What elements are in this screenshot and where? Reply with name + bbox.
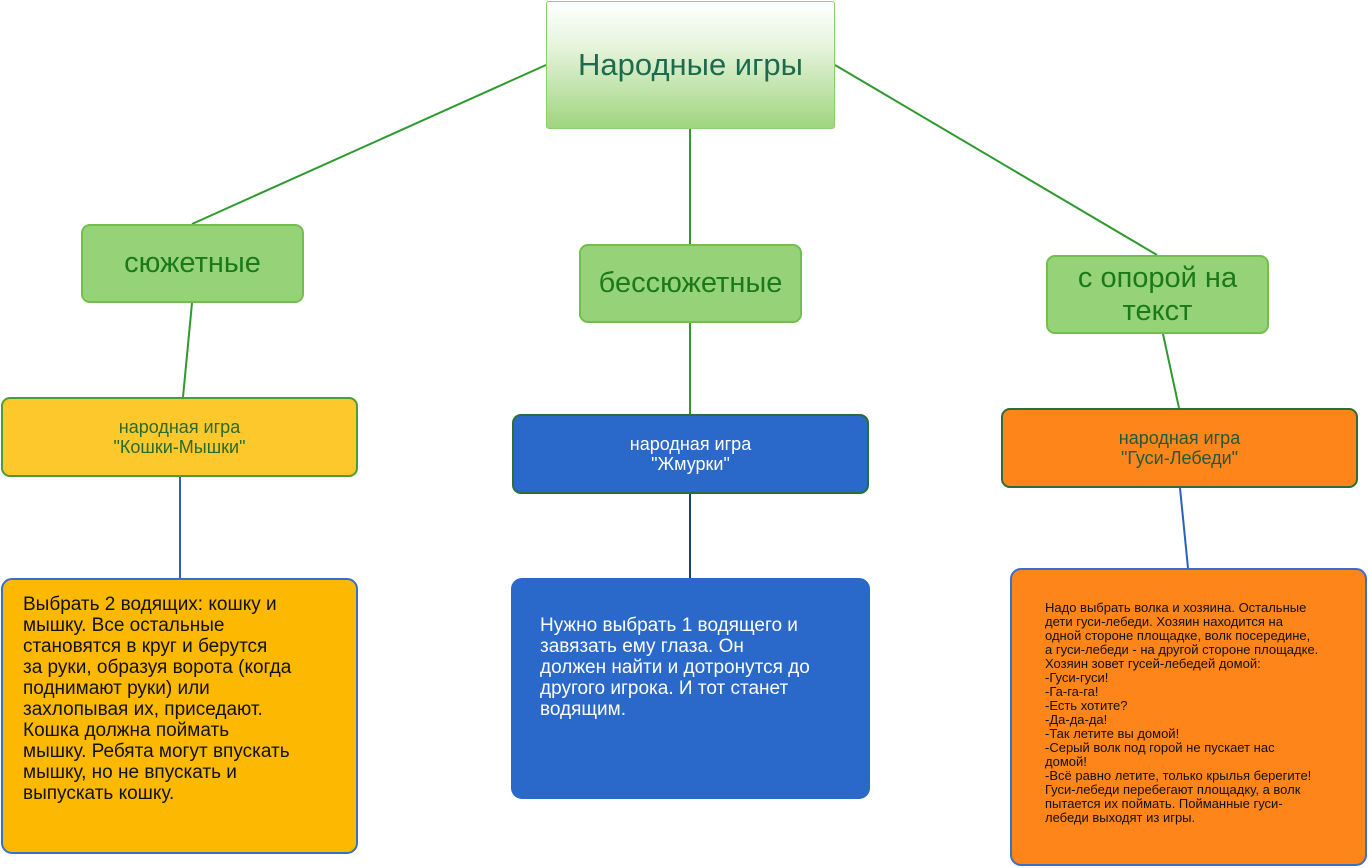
connector-game3-to-desc3 [1179, 487, 1189, 569]
description-text: Нужно выбрать 1 водящего и завязать ему … [540, 615, 810, 720]
connector-cat3-to-game3 [1162, 333, 1180, 409]
category-label: с опорой на текст [1077, 261, 1238, 327]
connector-root-to-cat1 [191, 64, 547, 225]
category-label: сюжетные [124, 247, 261, 279]
game-node-blind-mans-buff: народная игра "Жмурки" [512, 414, 869, 494]
connector-root-to-cat3 [834, 64, 1158, 256]
description-node-cats-mice: Выбрать 2 водящих: кошку и мышку. Все ос… [1, 578, 358, 854]
category-node-plot: сюжетные [81, 224, 304, 303]
description-node-geese-swans: Надо выбрать волка и хозяина. Остальные … [1010, 568, 1367, 866]
root-title: Народные игры [578, 47, 803, 82]
connector-cat1-to-game1 [182, 302, 193, 398]
category-label: бессюжетные [598, 267, 783, 299]
game-label: народная игра "Жмурки" [629, 434, 752, 474]
root-node-folk-games: Народные игры [546, 1, 835, 129]
description-text: Выбрать 2 водящих: кошку и мышку. Все ос… [23, 594, 292, 804]
game-node-cats-mice: народная игра "Кошки-Мышки" [1, 397, 358, 477]
category-node-plotless: бессюжетные [579, 244, 802, 323]
description-node-blind-mans-buff: Нужно выбрать 1 водящего и завязать ему … [511, 578, 870, 799]
description-text: Надо выбрать волка и хозяина. Остальные … [1045, 600, 1319, 825]
category-node-text-based: с опорой на текст [1046, 255, 1269, 334]
game-node-geese-swans: народная игра "Гуси-Лебеди" [1001, 408, 1358, 488]
game-label: народная игра "Кошки-Мышки" [113, 417, 246, 457]
game-label: народная игра "Гуси-Лебеди" [1118, 428, 1241, 468]
